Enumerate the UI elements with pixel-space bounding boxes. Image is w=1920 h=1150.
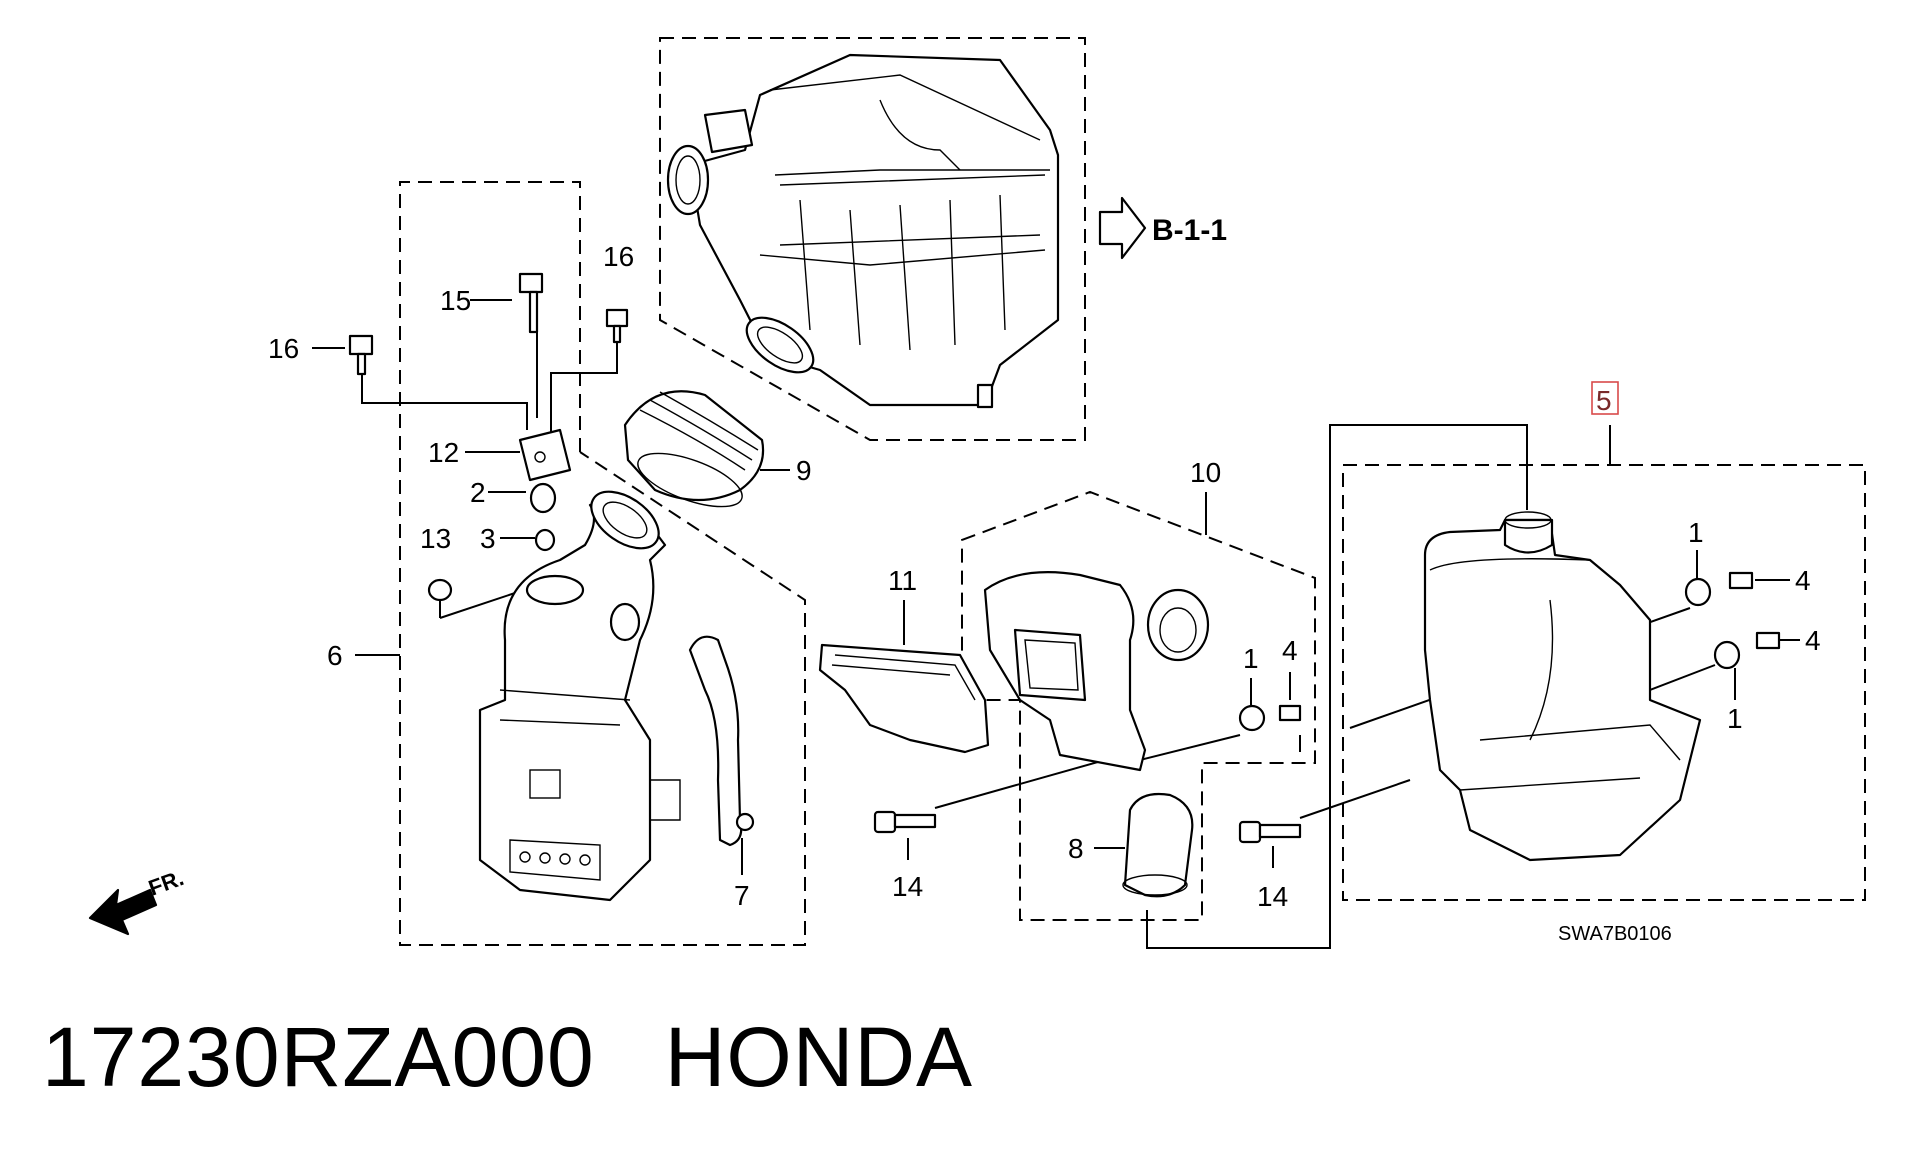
- callout-4-c: 4: [1805, 625, 1821, 656]
- callout-2: 2: [470, 477, 486, 508]
- part-13-clip: [427, 578, 453, 602]
- part-14-bolt-left: [873, 810, 937, 834]
- callout-labels: 16 16 15 12 2 3 13 6 9 7 11 10 8 14 14 1…: [268, 241, 1821, 912]
- callout-1-a: 1: [1243, 643, 1259, 674]
- part-6-intake-duct: [478, 490, 681, 902]
- callout-15: 15: [440, 285, 471, 316]
- callout-13: 13: [420, 523, 451, 554]
- part-1-grommet-c: [1713, 640, 1741, 670]
- part-5-resonator: [1423, 511, 1702, 862]
- reference-label: B-1-1: [1152, 214, 1227, 247]
- part-9-boot: [623, 390, 765, 508]
- callout-4-a: 4: [1282, 635, 1298, 666]
- part-10-upper-duct: [983, 571, 1210, 772]
- callout-9: 9: [796, 455, 812, 486]
- part-8-elbow: [1122, 792, 1194, 898]
- brand-name: HONDA: [664, 1010, 974, 1104]
- part-4-screw-b: [1728, 571, 1754, 590]
- part-1-grommet-b: [1684, 577, 1712, 607]
- part-16-bolt-left: [348, 334, 374, 376]
- part-16-bolt-right: [605, 308, 629, 344]
- part-4-screw-c: [1755, 631, 1781, 650]
- callout-6: 6: [327, 640, 343, 671]
- part-3-grommet: [534, 528, 556, 552]
- part-1-grommet-a: [1238, 704, 1266, 732]
- part-15-bolt: [518, 272, 544, 334]
- highlight-box: [1591, 381, 1619, 415]
- group-boundaries: [399, 37, 1866, 946]
- callout-7: 7: [734, 880, 750, 911]
- part-7-hose: [688, 635, 755, 847]
- callout-1-c: 1: [1727, 703, 1743, 734]
- callout-16-left: 16: [268, 333, 299, 364]
- part-11-duct: [818, 643, 990, 754]
- callout-3: 3: [480, 523, 496, 554]
- part-2-grommet: [529, 482, 557, 514]
- air-cleaner-assembly: [666, 53, 1060, 409]
- callout-14-right: 14: [1257, 881, 1288, 912]
- callout-4-b: 4: [1795, 565, 1811, 596]
- callout-1-b: 1: [1688, 517, 1704, 548]
- part-4-screw-a: [1278, 704, 1302, 722]
- callout-8: 8: [1068, 833, 1084, 864]
- part-14-bolt-right: [1238, 820, 1302, 844]
- callout-10: 10: [1190, 457, 1221, 488]
- diagram-code: SWA7B0106: [1558, 923, 1672, 945]
- part-number: 17230RZA000: [42, 1010, 595, 1104]
- callout-5: 5: [1596, 385, 1612, 416]
- reference-arrow: [1098, 196, 1147, 260]
- front-marker-label: FR.: [145, 865, 187, 901]
- callout-14-left: 14: [892, 871, 923, 902]
- callout-11: 11: [888, 565, 917, 596]
- callout-12: 12: [428, 437, 459, 468]
- front-direction-arrow: [88, 888, 158, 936]
- callout-16-right: 16: [603, 241, 634, 272]
- part-12-bracket: [518, 428, 572, 482]
